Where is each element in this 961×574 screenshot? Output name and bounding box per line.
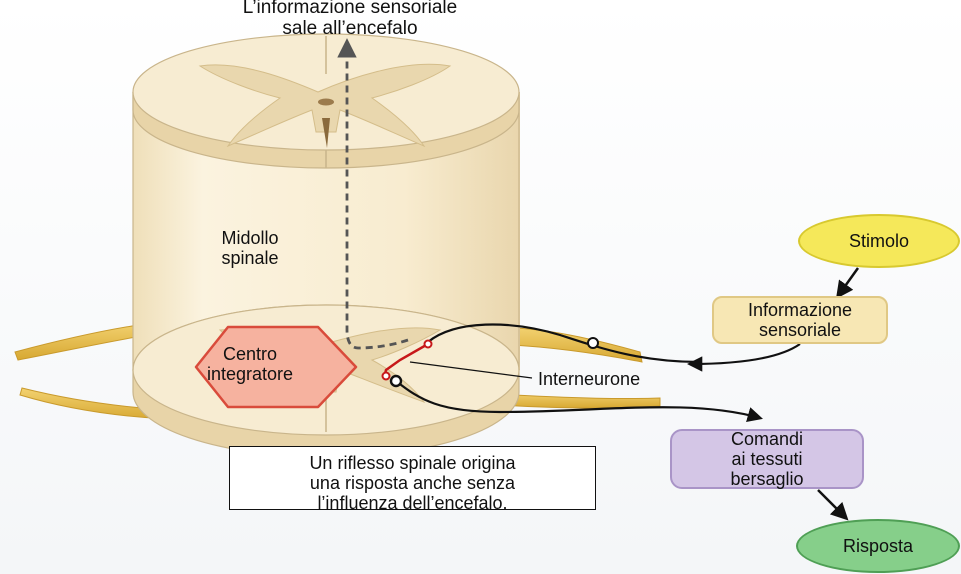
- flow-arrows: [686, 267, 860, 521]
- ascending-pathway: [337, 38, 409, 350]
- stimulus-node: Stimolo: [798, 214, 960, 268]
- motor-neuron: [389, 374, 763, 423]
- response-node: Risposta: [796, 519, 960, 573]
- integration-center-shape: [194, 325, 358, 409]
- commands-node: Comandi ai tessuti bersaglio: [670, 429, 864, 489]
- ascending-info-label: L’informazione sensoriale sale all’encef…: [242, 0, 458, 40]
- interneuron: [381, 339, 433, 381]
- grey-matter-top: [198, 36, 452, 168]
- sensory-neuron: [427, 323, 701, 364]
- sensory-info-node: Informazione sensoriale: [712, 296, 888, 344]
- caption-text: Un riflesso spinale origina una risposta…: [309, 453, 516, 514]
- caption-box: Un riflesso spinale origina una risposta…: [229, 446, 596, 514]
- interneuron-label: Interneurone: [538, 369, 641, 389]
- interneuron-leader-line: [409, 361, 533, 379]
- spinal-cord-label: Midollo spinale: [221, 228, 279, 269]
- integration-center-label: Centro integratore: [206, 344, 294, 385]
